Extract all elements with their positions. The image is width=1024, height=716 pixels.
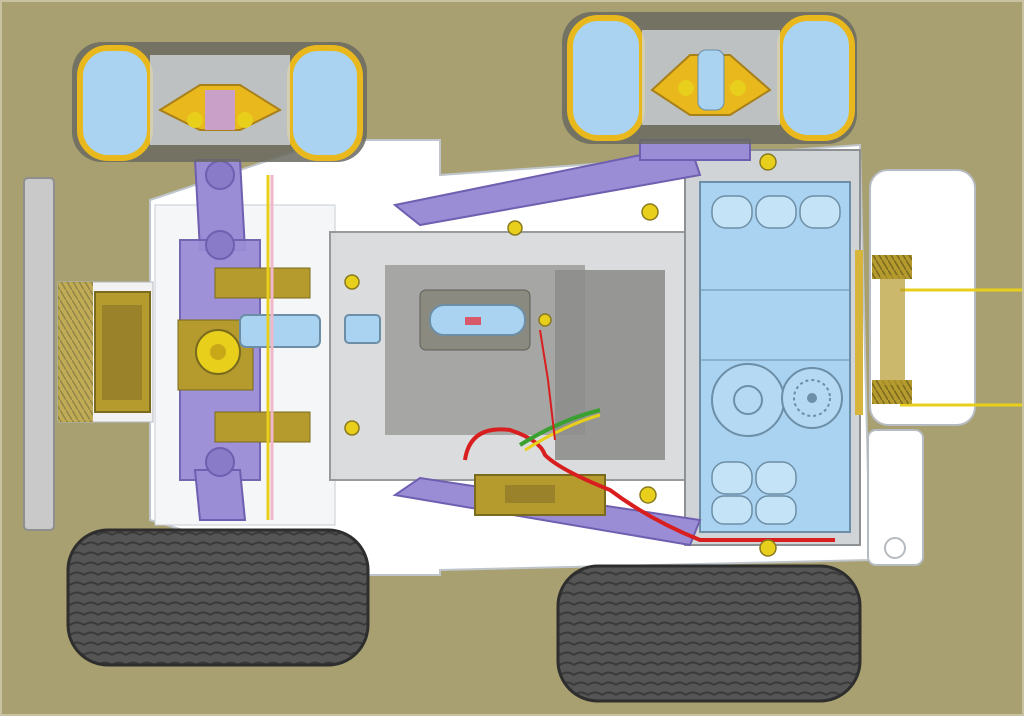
rear-bumper bbox=[855, 169, 1022, 566]
motor bbox=[344, 289, 531, 351]
steering-servo bbox=[177, 175, 321, 520]
rear-wheel-bottom bbox=[556, 564, 862, 703]
front-bumper bbox=[23, 177, 154, 531]
wiring bbox=[463, 329, 835, 542]
front-wheel-top bbox=[72, 42, 367, 162]
gearbox bbox=[711, 363, 843, 437]
battery-pack bbox=[699, 181, 851, 533]
speed-controller bbox=[474, 474, 606, 516]
front-wheel-bottom bbox=[66, 528, 370, 667]
bolts bbox=[344, 153, 777, 557]
rear-wheel-top bbox=[562, 12, 857, 144]
